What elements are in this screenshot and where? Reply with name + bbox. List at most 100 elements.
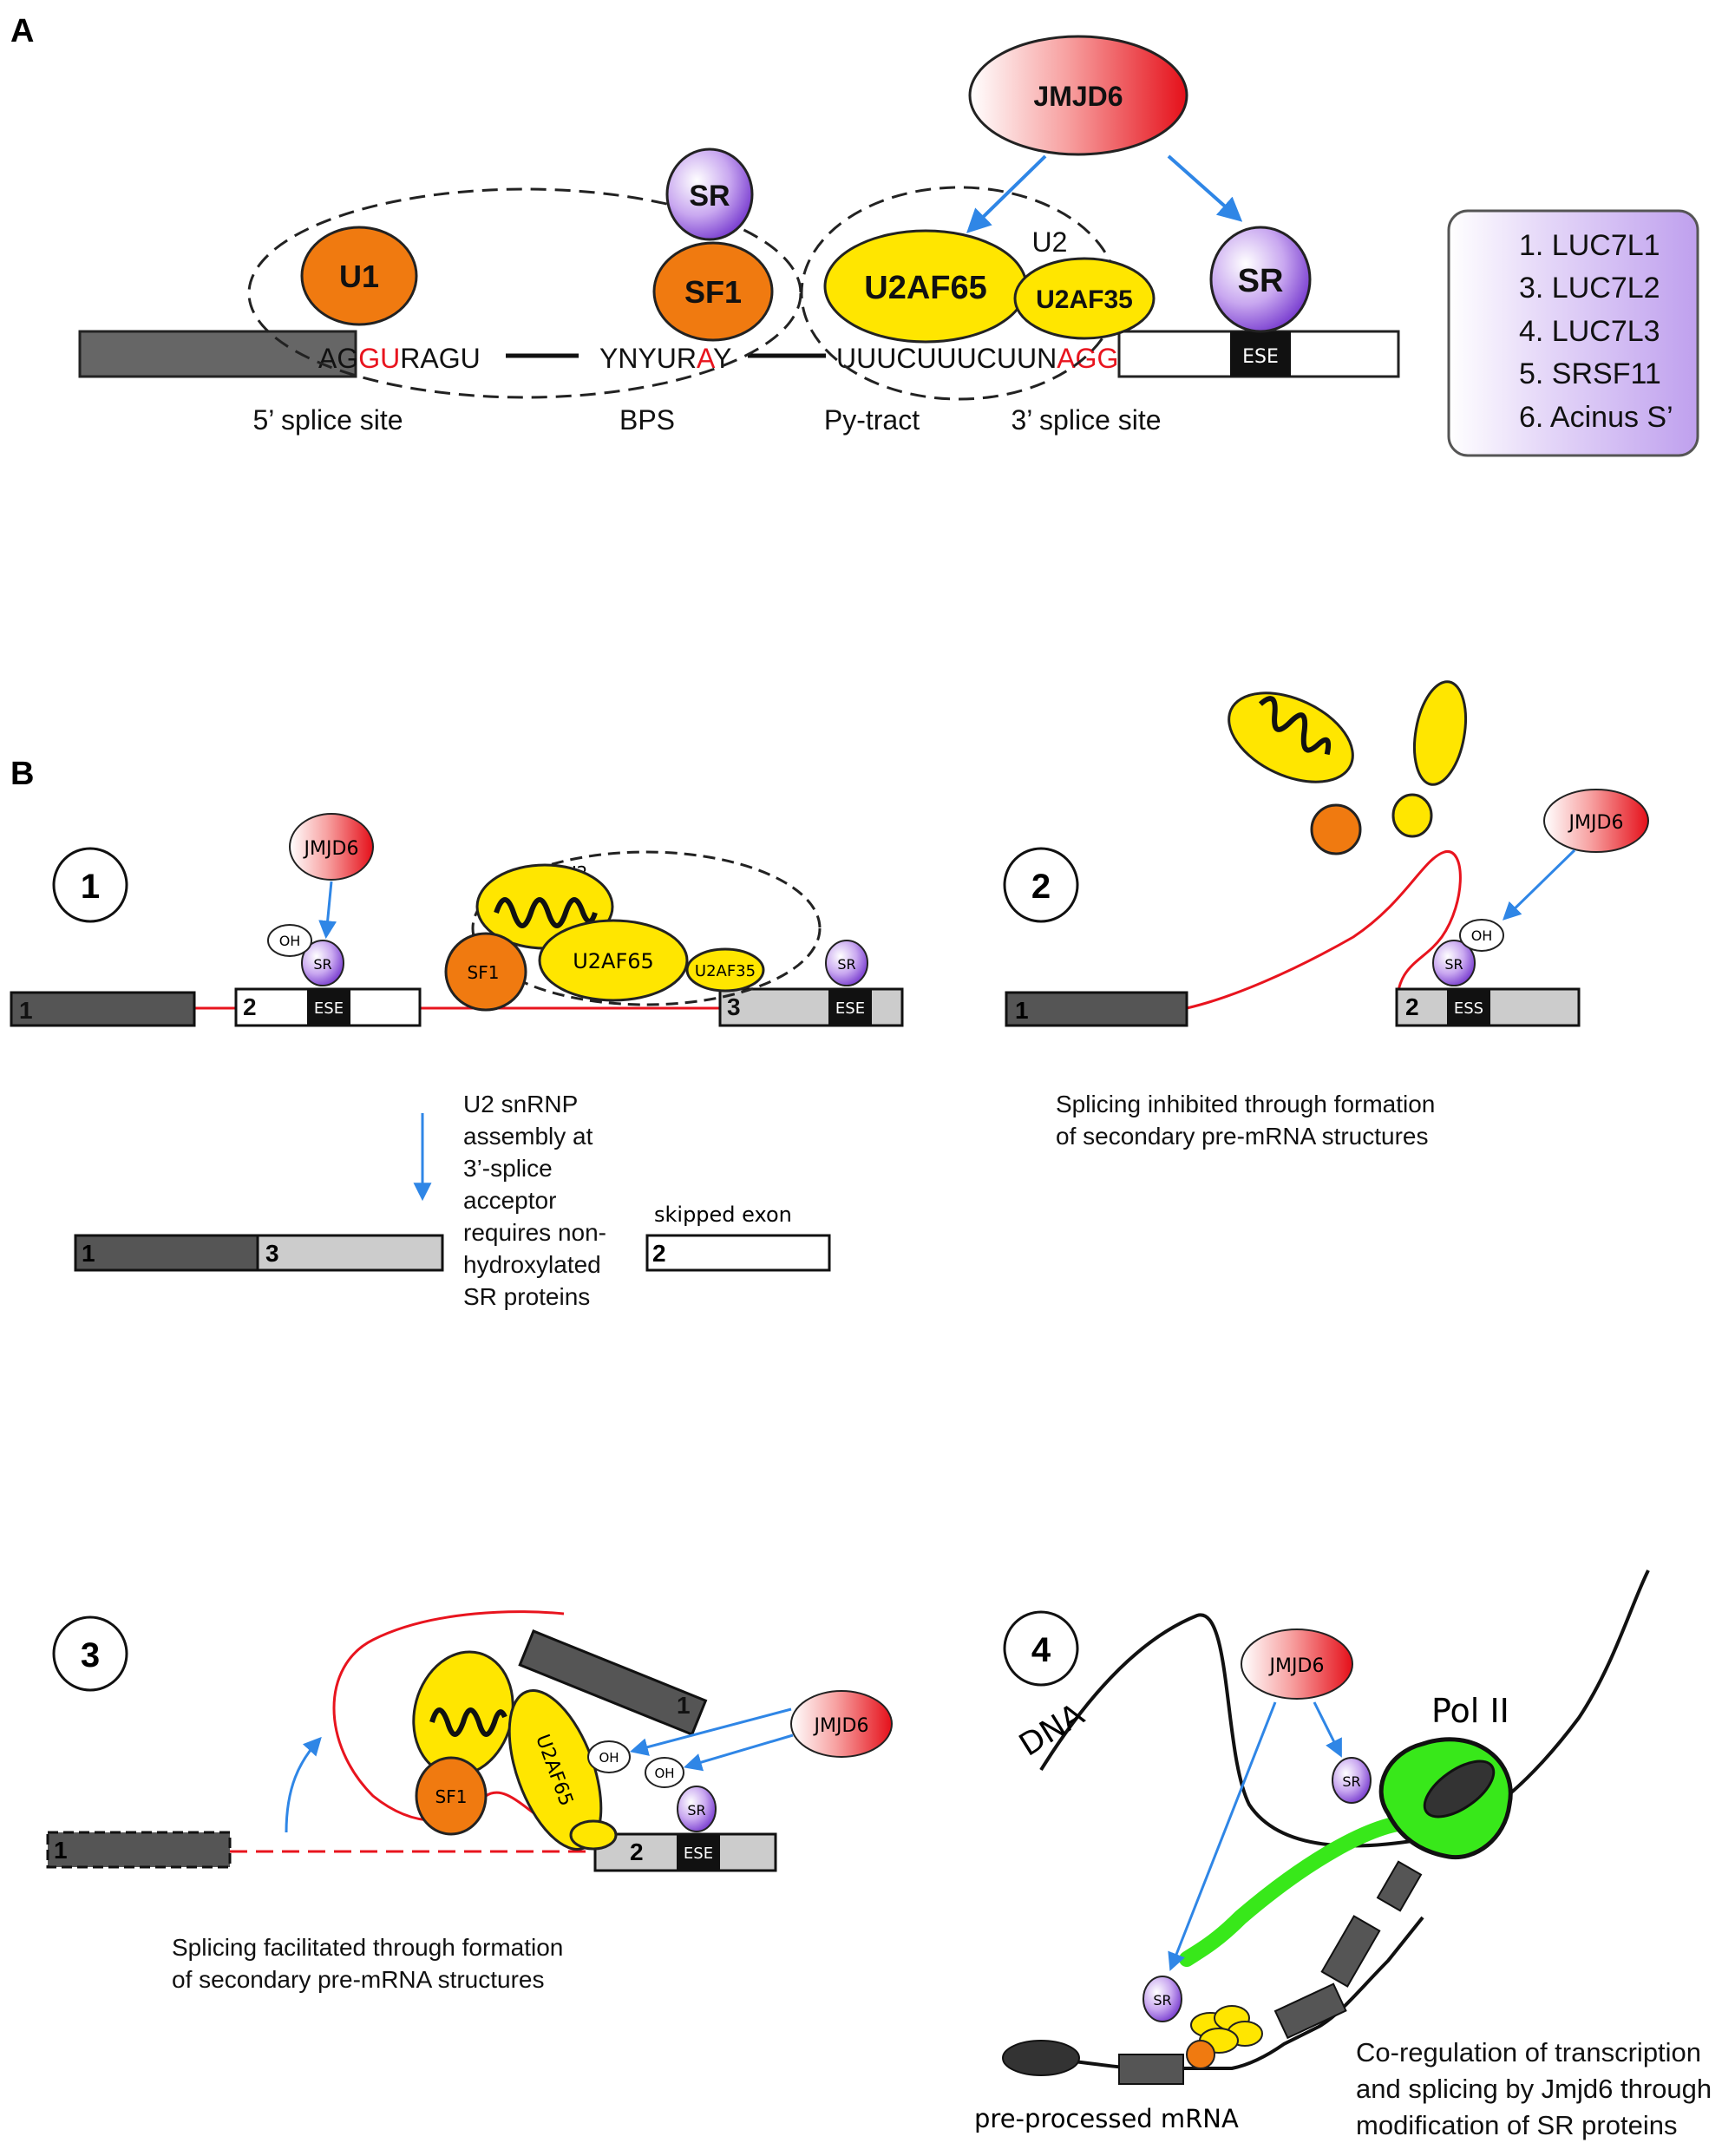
s4-nascent-rna <box>1179 1814 1422 1967</box>
s2-number: 2 <box>1031 868 1051 906</box>
s1-ese2-label: ESE <box>835 999 865 1018</box>
s4-caption-line-3: modification of SR proteins <box>1356 2110 1677 2140</box>
s2-jmjd6-label: JMJD6 <box>1568 812 1624 834</box>
seq-a: A <box>697 343 716 374</box>
s2-exon2-num: 2 <box>1405 993 1419 1020</box>
s1-sr2-label: SR <box>837 956 855 973</box>
ese-box <box>1230 331 1291 377</box>
s1-u2af35-protein <box>685 947 765 993</box>
u1-protein <box>300 226 418 326</box>
s3-u2af35-protein <box>569 1819 618 1851</box>
s1-product-exon1-num: 1 <box>82 1240 95 1267</box>
s4-sr-label-1: SR <box>1342 1773 1360 1790</box>
s4-exon-d <box>1376 1860 1423 1912</box>
s2-snrna-squiggle <box>1258 696 1332 756</box>
s1-arrow-jmjd6-sr <box>318 881 337 940</box>
s2-jmjd6-protein <box>1543 789 1649 853</box>
site-label-5prime: 5’ splice site <box>252 404 403 436</box>
s4-pol-label: Pol II <box>1431 1692 1509 1730</box>
s1-number: 1 <box>81 868 100 906</box>
s4-arrow-jmjd6-sr1 <box>1313 1701 1342 1758</box>
s2-number-circle <box>1003 847 1079 923</box>
target-item-2: 3. LUC7L2 <box>1519 272 1660 305</box>
s4-jmjd6-label: JMJD6 <box>1268 1655 1325 1677</box>
s1-u2-outline <box>471 850 822 1006</box>
s4-jmjd6-protein <box>1241 1628 1353 1700</box>
s4-cap <box>1002 2040 1080 2076</box>
s1-caption-line-3: 3’-splice <box>463 1155 553 1182</box>
s1-product-exon3-num: 3 <box>265 1240 279 1267</box>
s3-oh-circle-1 <box>587 1740 631 1773</box>
u2af35-label: U2AF35 <box>1036 285 1133 314</box>
s1-skipped-exon <box>645 1234 831 1272</box>
s3-sr-protein <box>677 1786 717 1832</box>
seq-ynyur: YNYUR <box>599 343 697 374</box>
sr-protein-right <box>1209 226 1312 333</box>
sf1-label: SF1 <box>684 274 742 310</box>
s2-sr-protein <box>1432 940 1476 986</box>
s4-caption-line-1: Co-regulation of transcription <box>1356 2037 1701 2068</box>
s3-oh-label-1: OH <box>599 1750 619 1766</box>
sr-top-label: SR <box>689 180 730 213</box>
s1-jmjd6-protein <box>289 813 374 881</box>
s3-arrow-jmjd6-oh2 <box>683 1733 794 1772</box>
s2-intron-loop <box>1186 850 1462 1010</box>
sequence-py: UUUCUUUCUUNAGG <box>836 343 1118 374</box>
s3-exon1-moved <box>518 1629 708 1737</box>
s3-caption-line-2: of secondary pre-mRNA structures <box>172 1966 545 1993</box>
s2-caption-line-1: Splicing inhibited through formation <box>1056 1091 1435 1117</box>
s3-sr-label: SR <box>687 1802 705 1819</box>
s2-snrna-protein <box>1228 691 1354 783</box>
s1-skipped-exon-num: 2 <box>652 1240 666 1267</box>
site-label-pytract: Py-tract <box>824 404 920 436</box>
s1-caption-line-7: SR proteins <box>463 1283 590 1310</box>
u2af65-label: U2AF65 <box>864 270 987 306</box>
s1-product-exon1 <box>74 1234 259 1272</box>
seq-gu: GU <box>358 343 400 374</box>
s2-u2af35-protein <box>1391 793 1433 838</box>
arrow-jmjd6-to-sr <box>1167 154 1243 222</box>
s4-sr-protein-2 <box>1142 1976 1182 2022</box>
sr-protein-top <box>665 147 754 241</box>
exon-5prime-block <box>78 330 357 378</box>
s2-ess-label: ESS <box>1454 999 1483 1018</box>
s1-u2af65-protein <box>538 919 689 1002</box>
s1-caption-line-1: U2 snRNP <box>463 1091 578 1117</box>
s1-exon3-num: 3 <box>727 993 741 1020</box>
s1-sf1-label: SF1 <box>468 962 500 983</box>
target-item-3: 4. LUC7L3 <box>1519 315 1660 348</box>
s1-exon1 <box>10 991 196 1027</box>
panel-b-label: B <box>10 756 34 792</box>
seq-ag: AG <box>318 343 358 374</box>
arrow-jmjd6-to-u2af65 <box>966 154 1047 233</box>
scenario-4: 4 DNA Pol II JMJD6 SR SR pre-processe <box>974 1569 1719 2140</box>
s4-arrow-jmjd6-sr2 <box>1168 1701 1277 1971</box>
s1-jmjd6-label: JMJD6 <box>303 838 359 860</box>
s1-caption-line-5: requires non- <box>463 1219 606 1246</box>
s2-ess-box <box>1447 989 1490 1026</box>
s1-skipped-label: skipped exon <box>654 1203 792 1227</box>
s3-exon2-num: 2 <box>630 1838 644 1865</box>
target-item-1: 1. LUC7L1 <box>1519 229 1660 262</box>
s4-cluster-orange <box>1186 2040 1215 2069</box>
s1-number-circle <box>52 847 128 923</box>
s3-jmjd6-protein <box>790 1690 893 1758</box>
s3-ese-box <box>677 1834 720 1871</box>
target-item-5: 6. Acinus S’ <box>1519 401 1673 434</box>
s4-number-circle <box>1003 1610 1079 1687</box>
panel-a-label: A <box>10 13 34 49</box>
sf1-protein <box>652 241 774 342</box>
s1-sf1-protein <box>444 932 527 1012</box>
s4-caption: Co-regulation of transcription and splic… <box>1356 2037 1719 2140</box>
scenario-3: 3 1 1 2 ESE SF1 U2AF65 SR OH OH JMJD6 <box>46 1610 893 1993</box>
s1-caption-line-2: assembly at <box>463 1123 593 1150</box>
s3-snrna-squiggle <box>429 1707 507 1737</box>
seq-agg: AGG <box>1057 343 1118 374</box>
s1-product-exon3 <box>256 1234 444 1272</box>
s2-oh-circle <box>1459 919 1504 952</box>
s1-caption-line-6: hydroxylated <box>463 1251 601 1278</box>
s3-caption: Splicing facilitated through formation o… <box>172 1934 570 1993</box>
s1-exon2-num: 2 <box>243 993 257 1020</box>
seq-py: UUUCUUUCUUN <box>836 343 1057 374</box>
